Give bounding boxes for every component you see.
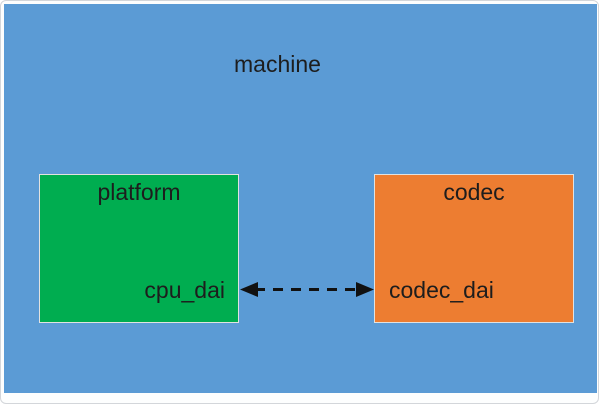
arrowhead-left-icon [240, 282, 258, 297]
dai-link-arrow [240, 282, 374, 297]
cpu-dai-label: cpu_dai [144, 277, 225, 303]
codec-box: codec codec_dai [374, 174, 574, 323]
platform-label: platform [97, 179, 181, 205]
codec-label: codec [443, 179, 505, 205]
platform-box: platform cpu_dai [39, 174, 239, 323]
codec-dai-label: codec_dai [389, 277, 494, 303]
arrowhead-right-icon [356, 282, 374, 297]
machine-label: machine [234, 51, 321, 77]
machine-box: machine platform cpu_dai codec codec_dai [4, 4, 597, 393]
